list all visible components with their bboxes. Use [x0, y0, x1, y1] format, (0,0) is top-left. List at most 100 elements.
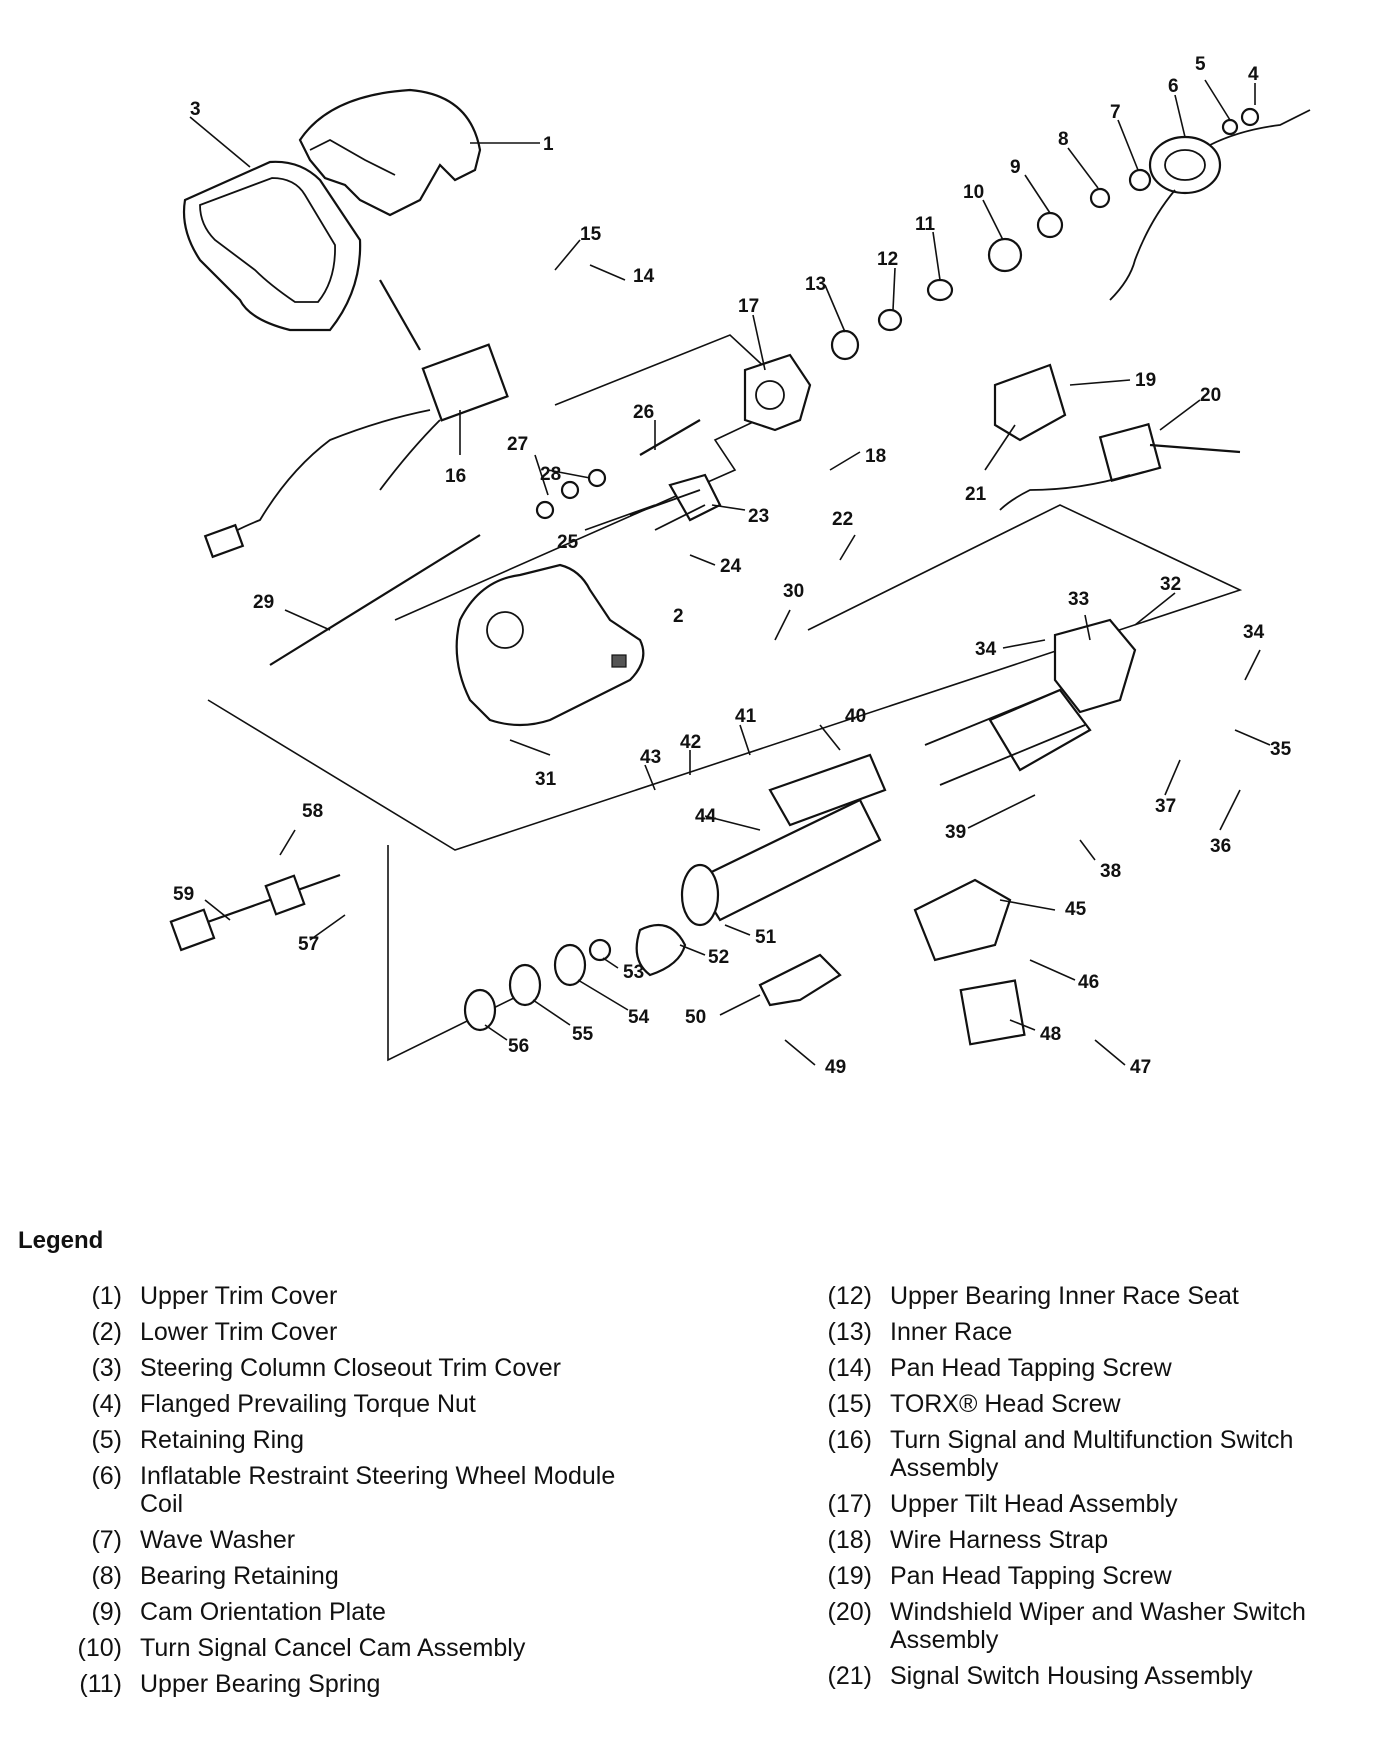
legend-number: (17): [827, 1490, 872, 1518]
callout-31: 31: [535, 769, 557, 790]
legend-item: (14) Pan Head Tapping Screw: [810, 1354, 1380, 1382]
tilt-mechanism-parts: [535, 419, 722, 531]
signal-switch-housing-part: [993, 363, 1067, 442]
callout-15: 15: [580, 224, 602, 245]
callout-24: 24: [720, 556, 742, 577]
callout-52: 52: [708, 947, 729, 968]
legend-number: (4): [91, 1390, 122, 1418]
closeout-trim-cover-part: [182, 160, 362, 332]
callout-5: 5: [1195, 54, 1206, 75]
legend-item: (21) Signal Switch Housing Assembly: [810, 1662, 1380, 1690]
legend-item: (3)Steering Column Closeout Trim Cover: [60, 1354, 660, 1382]
callout-12: 12: [877, 249, 898, 270]
callout-14: 14: [633, 266, 655, 287]
legend-number: (21): [827, 1662, 872, 1690]
callout-32: 32: [1160, 574, 1181, 595]
legend-number: (5): [91, 1426, 122, 1454]
column-housing-part: [924, 618, 1137, 786]
callout-41: 41: [735, 706, 757, 727]
legend-item: (18) Wire Harness Strap: [810, 1526, 1380, 1554]
legend-number: (7): [91, 1526, 122, 1554]
legend-number: (15): [827, 1390, 872, 1418]
legend-label: Retaining Ring: [140, 1426, 304, 1454]
legend-label: Upper Bearing Spring: [140, 1670, 381, 1698]
lower-assembly-outline: [207, 504, 1243, 851]
legend-number: (2): [91, 1318, 122, 1346]
legend-item: (10)Turn Signal Cancel Cam Assembly: [60, 1634, 660, 1662]
legend-label: Wire Harness Strap: [890, 1526, 1109, 1554]
callout-46: 46: [1078, 972, 1099, 993]
legend-label: Upper Bearing Inner Race Seat: [890, 1282, 1239, 1310]
legend-label: Signal Switch Housing Assembly: [890, 1662, 1253, 1690]
legend-label: Lower Trim Cover: [140, 1318, 338, 1346]
legend-number: (20): [827, 1598, 872, 1626]
callout-4: 4: [1248, 64, 1259, 85]
callout-44: 44: [695, 806, 717, 827]
legend-item: (9)Cam Orientation Plate: [60, 1598, 660, 1626]
callout-11: 11: [915, 214, 936, 235]
callout-39: 39: [945, 822, 966, 843]
callout-17: 17: [738, 296, 759, 317]
legend-item: (12) Upper Bearing Inner Race Seat: [810, 1282, 1380, 1310]
callout-55: 55: [572, 1024, 594, 1045]
callout-labels: 1 2 3 4 5 6 7 8 9 10 11 12 13 14 15 16 1…: [173, 54, 1292, 1078]
legend-number: (12): [827, 1282, 872, 1310]
legend-item: (2) Lower Trim Cover: [60, 1318, 660, 1346]
callout-34a: 34: [975, 639, 997, 660]
legend-item: (15)TORX® Head Screw: [810, 1390, 1380, 1418]
callout-9: 9: [1010, 157, 1021, 178]
legend-item: (16) Turn Signal and Multifunction Switch…: [810, 1426, 1380, 1482]
lower-bearing-parts: [463, 923, 687, 1032]
legend-item: (11) Upper Bearing Spring: [60, 1670, 660, 1698]
leader-lines: [189, 79, 1271, 1066]
callout-45: 45: [1065, 899, 1087, 920]
steering-column-exploded-diagram: 1 2 3 4 5 6 7 8 9 10 11 12 13 14 15 16 1…: [169, 54, 1311, 1078]
legend-item: (17) Upper Tilt Head Assembly: [810, 1490, 1380, 1518]
callout-54: 54: [628, 1007, 650, 1028]
callout-16: 16: [445, 466, 466, 487]
legend-number: (14): [827, 1354, 872, 1382]
legend-label: Turn Signal and Multifunction Switch Ass…: [890, 1426, 1294, 1482]
callout-27: 27: [507, 434, 528, 455]
legend-item: (6)Inflatable Restraint Steering Wheel M…: [60, 1462, 660, 1518]
callout-19: 19: [1135, 370, 1156, 391]
callout-59: 59: [173, 884, 194, 905]
callout-18: 18: [865, 446, 886, 467]
callout-56: 56: [508, 1036, 529, 1057]
callout-51: 51: [755, 927, 777, 948]
callout-47: 47: [1130, 1057, 1151, 1078]
lower-trim-cover-part: [455, 563, 645, 727]
intermediate-shaft-part: [169, 873, 341, 952]
legend-item: (13)Inner Race: [810, 1318, 1380, 1346]
callout-26: 26: [633, 402, 654, 423]
callout-29: 29: [253, 592, 274, 613]
callout-23: 23: [748, 506, 769, 527]
callout-22: 22: [832, 509, 853, 530]
callout-57: 57: [298, 934, 319, 955]
legend-number: (1): [91, 1282, 122, 1310]
callout-21: 21: [965, 484, 987, 505]
callout-2: 2: [673, 606, 684, 627]
callout-58: 58: [302, 801, 323, 822]
legend-label: Inner Race: [890, 1318, 1013, 1346]
legend-number: (16): [827, 1426, 872, 1454]
legend-item: (7) Wave Washer: [60, 1526, 660, 1554]
legend-number: (18): [827, 1526, 872, 1554]
wiper-switch-part: [999, 422, 1241, 511]
legend-number: (8): [91, 1562, 122, 1590]
legend-label: Upper Tilt Head Assembly: [890, 1490, 1178, 1518]
legend-number: (11): [79, 1670, 122, 1698]
lower-bracket-part: [913, 878, 1012, 962]
callout-48: 48: [1040, 1024, 1061, 1045]
legend-label: Pan Head Tapping Screw: [890, 1354, 1172, 1382]
callout-1: 1: [543, 134, 554, 155]
callout-40: 40: [845, 706, 866, 727]
legend-item: (20)Windshield Wiper and Washer Switch A…: [810, 1598, 1380, 1654]
callout-50: 50: [685, 1007, 706, 1028]
upper-trim-cover-part: [298, 88, 482, 217]
legend-left-column: (1)Upper Trim Cover (2)Lower Trim Cover …: [60, 1282, 660, 1706]
bracket-50-part: [758, 953, 842, 1007]
legend-label: Wave Washer: [140, 1526, 296, 1554]
callout-43: 43: [640, 747, 661, 768]
callout-30: 30: [783, 581, 804, 602]
